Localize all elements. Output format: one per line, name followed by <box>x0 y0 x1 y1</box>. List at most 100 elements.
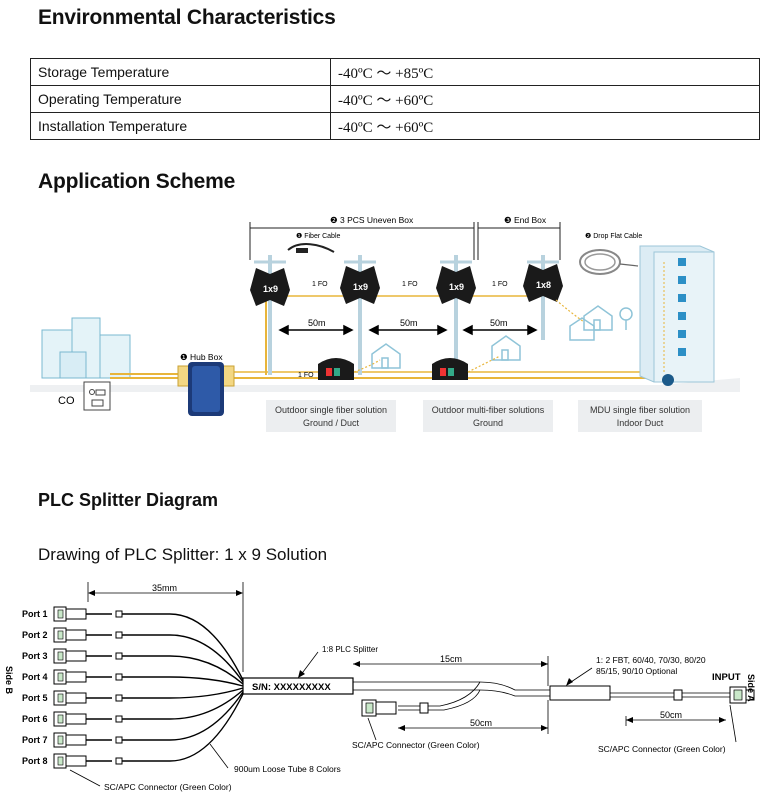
solution-1-line1: Outdoor single fiber solution <box>275 405 387 415</box>
port-row: Port 2 <box>22 627 244 683</box>
serial-number: S/N: XXXXXXXXX <box>252 682 331 693</box>
connector-right-label: SC/APC Connector (Green Color) <box>598 744 726 754</box>
dist-label: 50m <box>308 318 326 328</box>
connector-boot-icon <box>65 692 87 704</box>
side-a-label: Side A <box>746 674 756 702</box>
port-label: Port 6 <box>22 714 48 724</box>
port-row: Port 6 <box>22 689 244 727</box>
port-label: Port 4 <box>22 672 48 682</box>
port-row: Port 5 <box>22 687 244 706</box>
fo-label: 1 FO <box>312 281 328 288</box>
connector-ferrule-icon <box>57 714 64 724</box>
connector-boot-icon <box>65 608 87 620</box>
uneven-box-label: ❷ 3 PCS Uneven Box <box>330 215 414 225</box>
port-row: Port 1 <box>22 606 244 681</box>
middle-connector-icon <box>361 699 397 717</box>
hub-box-icon <box>177 362 235 416</box>
solution-3-line1: MDU single fiber solution <box>590 405 690 415</box>
connector-boot-icon <box>65 671 87 683</box>
fiber-line <box>122 613 244 681</box>
connector-ferrule-icon <box>57 693 64 703</box>
fiber-marker <box>115 757 123 765</box>
fiber-cable-label: ❶ Fiber Cable <box>296 232 341 240</box>
house-icons <box>371 305 633 369</box>
side-b-label: Side B <box>4 666 14 695</box>
output-fibers <box>353 681 550 711</box>
co-building-icon <box>41 317 131 379</box>
connector-bottom-label: SC/APC Connector (Green Color) <box>104 782 232 792</box>
co-equipment-icon <box>83 381 111 411</box>
dist-label: 50m <box>490 318 508 328</box>
fiber-marker <box>115 694 123 702</box>
fiber-marker <box>115 631 123 639</box>
table-row: Storage Temperature-40ºC ～ +85ºC <box>30 58 760 86</box>
env-title: Environmental Characteristics <box>38 6 336 29</box>
mdu-building-icon <box>639 245 715 386</box>
ratio-line-1: 1: 2 FBT, 60/40, 70/30, 80/20 <box>596 655 706 665</box>
input-connector-icon <box>729 686 755 704</box>
pole-box-4 <box>523 255 563 340</box>
fbt-coupler <box>549 685 611 701</box>
plc-title: PLC Splitter Diagram <box>38 490 219 510</box>
dist-label: 50m <box>400 318 418 328</box>
box-2-label: 1x9 <box>353 282 368 292</box>
connector-boot-icon <box>65 755 87 767</box>
connector-ferrule-icon <box>57 672 64 682</box>
env-label: Installation Temperature <box>30 112 331 140</box>
fiber-marker <box>115 610 123 618</box>
fiber-marker <box>115 736 123 744</box>
port-row: Port 3 <box>22 648 244 685</box>
fo-label: 1 FO <box>492 281 508 288</box>
pole-box-2 <box>340 255 380 375</box>
ground-box-2 <box>432 358 468 380</box>
env-value: -40ºC ～ +85ºC <box>330 58 760 86</box>
application-scheme-diagram: CO ❶ Hub Box ❷ 3 PCS Uneven Box ❸ End Bo… <box>30 215 740 432</box>
table-row: Operating Temperature-40ºC ～ +60ºC <box>30 85 760 113</box>
port-label: Port 5 <box>22 693 48 703</box>
connector-ferrule-icon <box>57 630 64 640</box>
box-1-label: 1x9 <box>263 284 278 294</box>
connector-boot-icon <box>65 650 87 662</box>
fiber-marker <box>115 673 123 681</box>
solution-2-line2: Ground <box>473 418 503 428</box>
env-label: Operating Temperature <box>30 85 331 113</box>
fiber-cable-icon <box>287 243 335 253</box>
caption-box <box>423 400 553 432</box>
port-label: Port 8 <box>22 756 48 766</box>
fiber-line <box>122 693 244 762</box>
ground-box-1 <box>318 358 354 380</box>
fiber-line <box>122 676 244 687</box>
fo-label: 1 FO <box>402 281 418 288</box>
env-label: Storage Temperature <box>30 58 331 86</box>
solution-3-line2: Indoor Duct <box>617 418 664 428</box>
drop-cable-icon <box>579 249 639 275</box>
distance-arrows <box>278 324 538 336</box>
connector-boot-icon <box>65 629 87 641</box>
drop-cable-label: ❷ Drop Flat Cable <box>585 232 642 240</box>
fiber-marker <box>115 652 123 660</box>
input-label: INPUT <box>712 672 741 683</box>
connector-boot-icon <box>65 734 87 746</box>
dim-35mm: 35mm <box>152 583 177 593</box>
connector-ferrule-icon <box>57 651 64 661</box>
hub-box-label: ❶ Hub Box <box>180 352 223 362</box>
caption-box <box>266 400 396 432</box>
connector-ferrule-icon <box>57 735 64 745</box>
port-row: Port 4 <box>22 669 244 687</box>
port-row: Port 7 <box>22 691 244 748</box>
fiber-line <box>122 687 244 699</box>
solution-2-line1: Outdoor multi-fiber solutions <box>432 405 545 415</box>
port-label: Port 3 <box>22 651 48 661</box>
env-value: -40ºC ～ +60ºC <box>330 85 760 113</box>
plc-subtitle: Drawing of PLC Splitter: 1 x 9 Solution <box>38 545 328 564</box>
pole-box-1 <box>250 255 290 375</box>
app-title: Application Scheme <box>38 170 236 193</box>
dim-50cm-left: 50cm <box>470 718 492 728</box>
fiber-line <box>122 634 244 683</box>
box-4-label: 1x8 <box>536 280 551 290</box>
pole-box-3 <box>436 255 476 375</box>
table-row: Installation Temperature-40ºC ～ +60ºC <box>30 112 760 140</box>
fo-label: 1 FO <box>298 372 314 379</box>
loose-tube-label: 900um Loose Tube 8 Colors <box>234 764 341 774</box>
